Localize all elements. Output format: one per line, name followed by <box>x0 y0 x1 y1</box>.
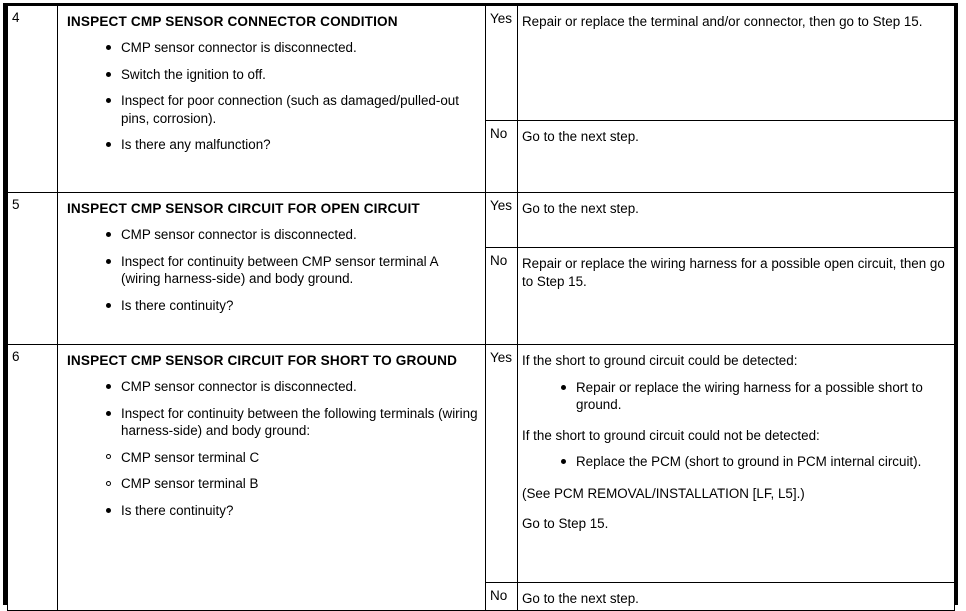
result-label-yes: Yes <box>490 11 513 26</box>
result-label-no: No <box>490 253 508 268</box>
action-content: Repair or replace the wiring harness for… <box>518 248 954 292</box>
action-content: Repair or replace the terminal and/or co… <box>518 6 954 33</box>
inspection-title: INSPECT CMP SENSOR CONNECTOR CONDITION <box>67 14 398 29</box>
action-content: Go to the next step. <box>518 121 954 148</box>
table-row: No Go to the next step. <box>8 120 955 193</box>
step-number: 4 <box>12 10 20 25</box>
action-cell-5-yes: Go to the next step. <box>517 192 955 248</box>
list-item: Is there continuity? <box>103 297 480 315</box>
list-item: CMP sensor terminal C <box>103 449 480 467</box>
list-item: Is there continuity? <box>103 502 480 520</box>
result-label-yes: Yes <box>490 350 513 365</box>
inspection-content: INSPECT CMP SENSOR CIRCUIT FOR OPEN CIRC… <box>58 193 485 317</box>
step-number-cell-5: 5 <box>7 192 58 345</box>
list-item: Inspect for continuity between the follo… <box>103 405 480 440</box>
action-content: Go to the next step. <box>518 193 954 220</box>
inspection-sub-bullet-list: CMP sensor terminal C CMP sensor termina… <box>103 449 480 493</box>
result-label-cell-5-no: No <box>485 247 518 345</box>
action-cell-4-no: Go to the next step. <box>517 120 955 193</box>
step-inspection-cell-4: INSPECT CMP SENSOR CONNECTOR CONDITION C… <box>57 5 486 193</box>
inspection-content: INSPECT CMP SENSOR CIRCUIT FOR SHORT TO … <box>58 345 485 522</box>
result-label-cell-6-no: No <box>485 582 518 611</box>
step-number-cell-6: 6 <box>7 344 58 611</box>
inspection-bullet-list-b: Is there continuity? <box>103 502 480 520</box>
list-item: Inspect for continuity between CMP senso… <box>103 253 480 288</box>
action-closing-text: Go to Step 15. <box>522 516 609 531</box>
list-item: Is there any malfunction? <box>103 136 480 154</box>
action-content: If the short to ground circuit could be … <box>518 345 954 535</box>
result-label-cell-5-yes: Yes <box>485 192 518 248</box>
step-number-cell-4: 4 <box>7 5 58 193</box>
action-text: Repair or replace the wiring harness for… <box>522 256 945 289</box>
table-row: 4 INSPECT CMP SENSOR CONNECTOR CONDITION… <box>7 5 955 193</box>
table-row: No Repair or replace the wiring harness … <box>8 247 955 345</box>
list-item: Repair or replace the wiring harness for… <box>558 379 950 414</box>
step-inspection-cell-6: INSPECT CMP SENSOR CIRCUIT FOR SHORT TO … <box>57 344 486 611</box>
step-number: 5 <box>12 197 20 212</box>
diagnostic-procedure-table: 4 INSPECT CMP SENSOR CONNECTOR CONDITION… <box>3 3 958 611</box>
action-cell-6-no: Go to the next step. <box>517 582 955 611</box>
list-item: CMP sensor connector is disconnected. <box>103 39 480 57</box>
action-intro-not-detected: If the short to ground circuit could not… <box>522 427 820 443</box>
result-label-no: No <box>490 588 508 603</box>
action-cell-4-yes: Repair or replace the terminal and/or co… <box>517 5 955 121</box>
result-label-yes: Yes <box>490 198 513 213</box>
inspection-bullet-list-a: CMP sensor connector is disconnected. In… <box>103 378 480 440</box>
list-item: Replace the PCM (short to ground in PCM … <box>558 453 950 471</box>
list-item: Inspect for poor connection (such as dam… <box>103 92 480 127</box>
result-label-cell-6-yes: Yes <box>485 344 518 583</box>
inspection-title: INSPECT CMP SENSOR CIRCUIT FOR SHORT TO … <box>67 353 458 368</box>
step-inspection-cell-5: INSPECT CMP SENSOR CIRCUIT FOR OPEN CIRC… <box>57 192 486 345</box>
list-item: Switch the ignition to off. <box>103 66 480 84</box>
table-row: 6 INSPECT CMP SENSOR CIRCUIT FOR SHORT T… <box>7 344 955 611</box>
inspection-content: INSPECT CMP SENSOR CONNECTOR CONDITION C… <box>58 6 485 157</box>
inspection-title: INSPECT CMP SENSOR CIRCUIT FOR OPEN CIRC… <box>67 201 420 216</box>
action-bullet-list-not-detected: Replace the PCM (short to ground in PCM … <box>558 453 950 471</box>
result-label-cell-4-yes: Yes <box>485 5 518 121</box>
action-text: Go to the next step. <box>522 201 639 216</box>
list-item: CMP sensor connector is disconnected. <box>103 378 480 396</box>
inspection-bullet-list: CMP sensor connector is disconnected. Sw… <box>103 39 480 154</box>
result-label-cell-4-no: No <box>485 120 518 193</box>
action-text: Repair or replace the terminal and/or co… <box>522 14 923 29</box>
action-reference-note: (See PCM REMOVAL/INSTALLATION [LF, L5].) <box>522 485 805 501</box>
step-number: 6 <box>12 349 20 364</box>
list-item: CMP sensor terminal B <box>103 475 480 493</box>
list-item: CMP sensor connector is disconnected. <box>103 226 480 244</box>
action-cell-6-yes: If the short to ground circuit could be … <box>517 344 955 583</box>
action-cell-5-no: Repair or replace the wiring harness for… <box>517 247 955 345</box>
result-label-no: No <box>490 126 508 141</box>
table-row: 5 INSPECT CMP SENSOR CIRCUIT FOR OPEN CI… <box>7 192 955 345</box>
procedure-grid: 4 INSPECT CMP SENSOR CONNECTOR CONDITION… <box>7 5 955 611</box>
action-content: Go to the next step. <box>518 583 954 610</box>
action-bullet-list-detected: Repair or replace the wiring harness for… <box>558 379 950 414</box>
action-intro-detected: If the short to ground circuit could be … <box>522 353 798 368</box>
action-text: Go to the next step. <box>522 129 639 144</box>
inspection-bullet-list: CMP sensor connector is disconnected. In… <box>103 226 480 314</box>
action-text: Go to the next step. <box>522 591 639 606</box>
